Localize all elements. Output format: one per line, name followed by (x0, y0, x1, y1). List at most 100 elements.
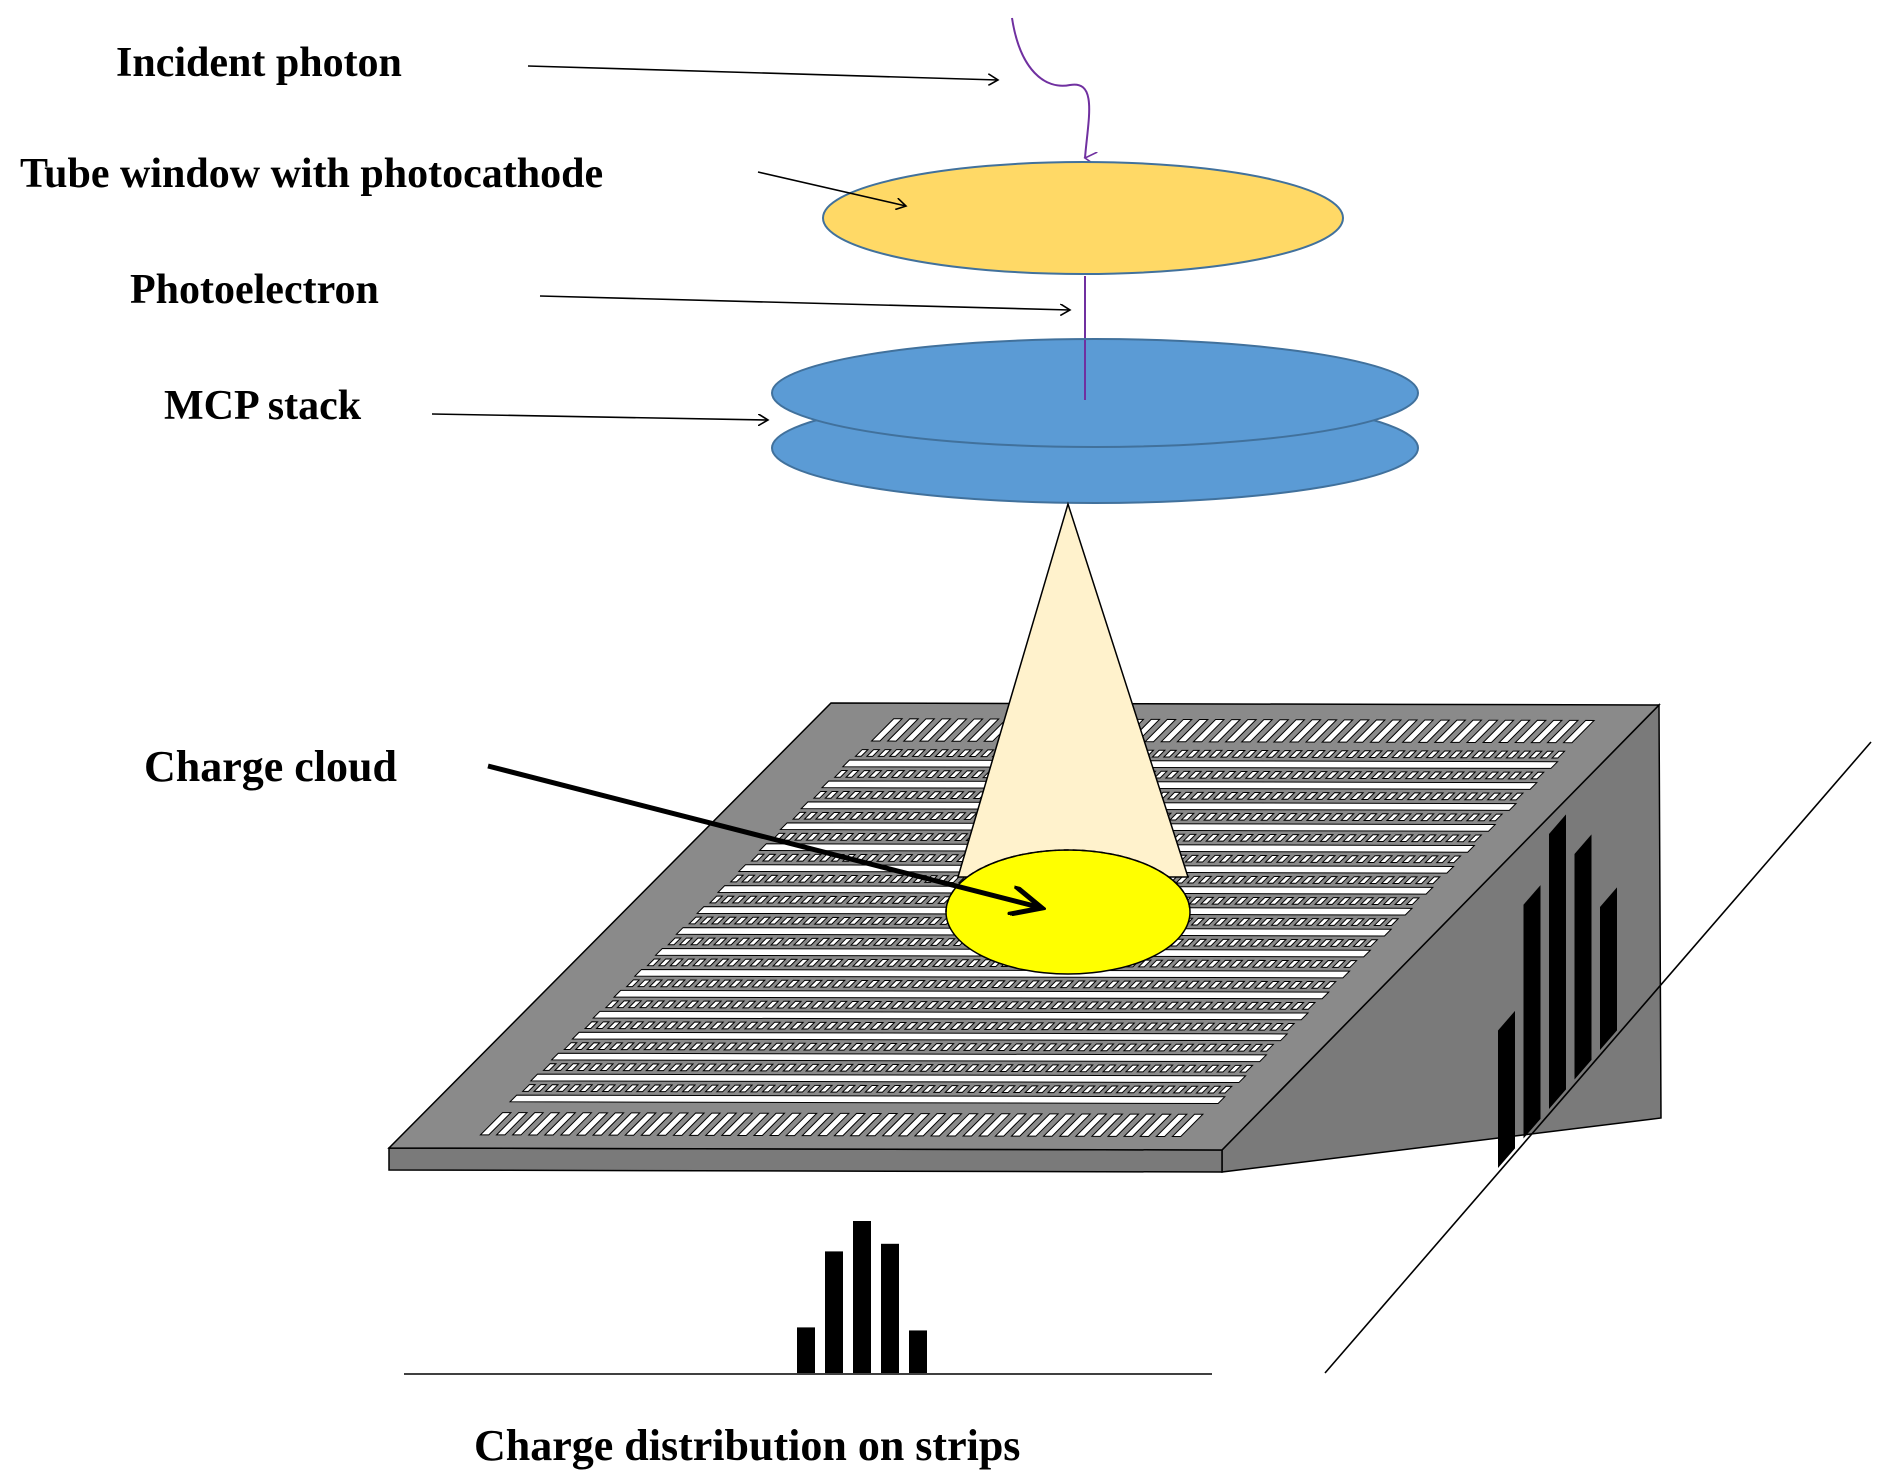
strip (1345, 750, 1361, 758)
arrow-mcp-stack (431, 413, 768, 420)
strip (1205, 959, 1221, 968)
strip (1116, 980, 1132, 989)
strip (640, 1112, 674, 1136)
strip (804, 937, 819, 946)
strip (815, 937, 831, 946)
strip (1313, 897, 1329, 905)
strip (631, 1042, 647, 1051)
strip (1387, 834, 1403, 843)
strip (1281, 918, 1297, 926)
strip (1207, 854, 1222, 863)
strip (743, 1021, 759, 1030)
strip (699, 916, 715, 925)
strip (1242, 750, 1258, 758)
strip (970, 1001, 985, 1009)
strip (849, 812, 864, 820)
strip (1550, 750, 1566, 759)
strip (1338, 918, 1354, 926)
strip (792, 937, 808, 946)
strip (755, 1021, 770, 1030)
strip (1385, 813, 1401, 822)
strip (635, 1084, 651, 1093)
strip (1215, 938, 1231, 947)
strip (1235, 791, 1251, 800)
strip (1246, 1022, 1262, 1031)
strip (1095, 1001, 1111, 1010)
strip (1283, 939, 1299, 947)
strip (1269, 1022, 1284, 1031)
strip (844, 770, 860, 778)
strip (1139, 1113, 1172, 1137)
strip (966, 718, 1000, 742)
strip (1444, 834, 1460, 843)
strip (1195, 854, 1211, 863)
strip (821, 1000, 837, 1009)
strip (947, 1001, 963, 1009)
strip (527, 1112, 561, 1136)
strip (1227, 833, 1243, 842)
strip (1272, 938, 1288, 947)
strip (989, 1085, 1005, 1093)
strip (1324, 771, 1340, 779)
strip (1106, 1113, 1140, 1137)
strip (850, 1063, 866, 1072)
strip (1336, 897, 1352, 905)
strip (994, 1113, 1028, 1137)
strip (588, 1063, 603, 1072)
strip (868, 896, 884, 904)
strip (1247, 917, 1263, 926)
strip (1278, 1001, 1294, 1010)
strip (1295, 939, 1310, 947)
strip (1153, 770, 1169, 779)
strip (1269, 792, 1285, 800)
strip (1282, 813, 1298, 821)
strip (1289, 876, 1304, 884)
strip (915, 1022, 930, 1030)
strip (663, 1021, 679, 1030)
strip (1253, 980, 1269, 989)
strip (1046, 1085, 1062, 1094)
strip (1332, 855, 1348, 863)
strip (838, 937, 854, 946)
strip (757, 1042, 773, 1051)
strip (1195, 1085, 1211, 1094)
strip (1224, 719, 1258, 743)
strip (1214, 812, 1230, 821)
strip (791, 1042, 807, 1051)
strip (1176, 770, 1191, 779)
strip (1333, 750, 1349, 758)
strip (1265, 980, 1280, 989)
strip (933, 854, 948, 862)
strip (985, 1043, 1001, 1051)
strip (849, 937, 865, 946)
strip (1355, 855, 1371, 863)
strip (839, 832, 855, 841)
strip (829, 958, 844, 967)
strip (1148, 959, 1164, 968)
strip (1305, 813, 1321, 821)
strip (1130, 1001, 1145, 1010)
strip (886, 1085, 902, 1093)
strip (794, 958, 810, 967)
strip (1099, 1043, 1115, 1052)
strip (1347, 771, 1363, 779)
strip (870, 917, 886, 925)
strip (1198, 770, 1214, 779)
strip (931, 959, 947, 967)
strip (1159, 1064, 1174, 1073)
strip (1300, 876, 1316, 884)
strip (990, 980, 1006, 989)
strip (1317, 813, 1333, 821)
strip (703, 958, 719, 967)
strip (1201, 917, 1217, 926)
strip (1449, 719, 1483, 743)
strip (858, 791, 874, 799)
strip (767, 916, 783, 925)
strip (1260, 813, 1275, 821)
strip (618, 1021, 633, 1030)
strip (807, 853, 823, 862)
strip (1052, 1022, 1067, 1031)
strip (1321, 855, 1337, 863)
strip (1393, 771, 1408, 780)
strip (1429, 792, 1445, 801)
